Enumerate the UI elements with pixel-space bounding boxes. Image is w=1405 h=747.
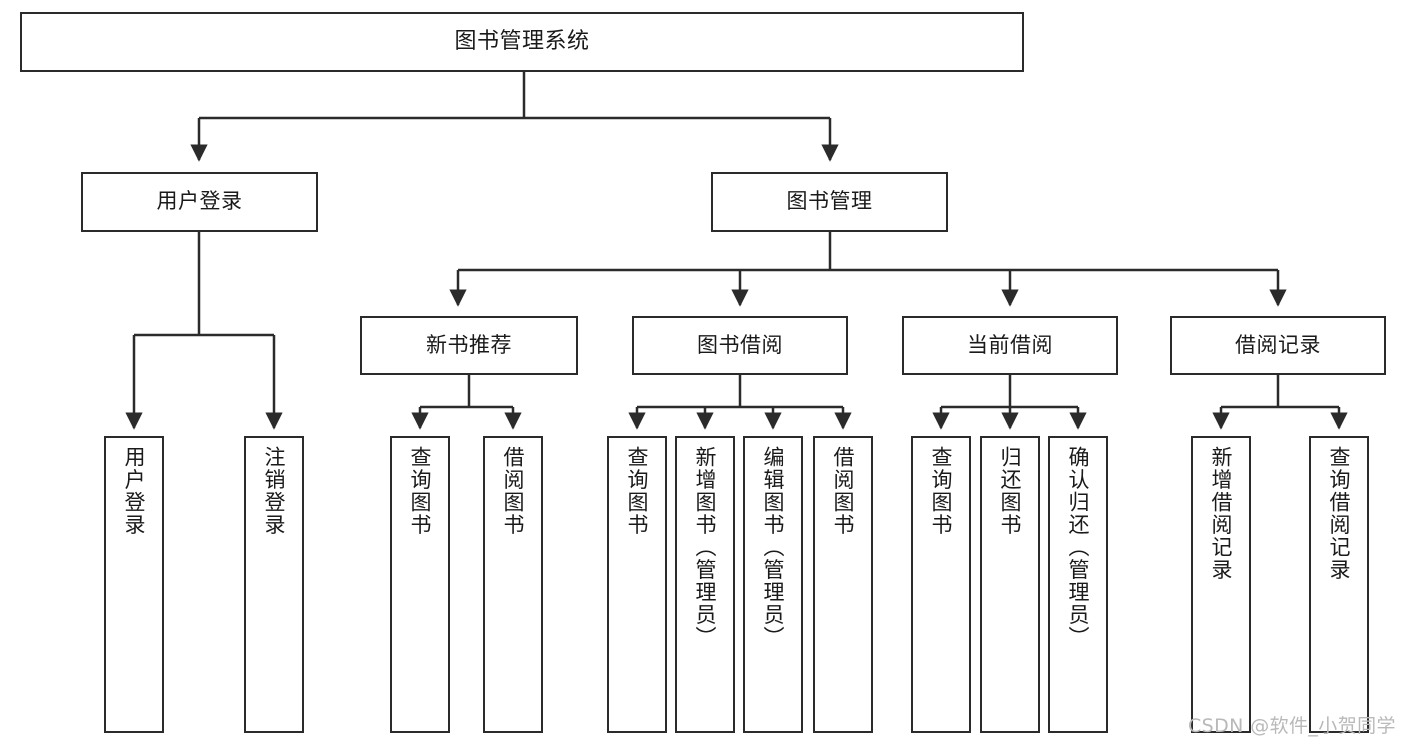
node-label: 用户登录 — [156, 189, 243, 214]
leaf-edit-book-admin[interactable]: 编辑图书（管理员） — [743, 436, 803, 733]
node-label: 查询图书 — [625, 446, 650, 536]
node-book-borrow[interactable]: 图书借阅 — [632, 316, 848, 375]
leaf-add-book-admin[interactable]: 新增图书（管理员） — [675, 436, 735, 733]
node-label: 新书推荐 — [426, 332, 512, 357]
node-label: 注销登录 — [262, 446, 287, 536]
csdn-watermark: CSDN @软件_小贺同学 — [1188, 715, 1396, 737]
node-label: 用户登录 — [122, 446, 147, 536]
node-new-book-recommend[interactable]: 新书推荐 — [360, 316, 578, 375]
node-label: 借阅图书 — [831, 446, 856, 536]
node-label: 借阅图书 — [501, 446, 526, 536]
node-borrow-records[interactable]: 借阅记录 — [1170, 316, 1386, 375]
node-label: 图书管理 — [786, 189, 873, 214]
leaf-query-books-current[interactable]: 查询图书 — [911, 436, 971, 733]
leaf-user-login[interactable]: 用户登录 — [104, 436, 164, 733]
node-label: 当前借阅 — [967, 332, 1053, 357]
leaf-borrow-books-new[interactable]: 借阅图书 — [483, 436, 543, 733]
leaf-confirm-return-admin[interactable]: 确认归还（管理员） — [1048, 436, 1108, 733]
node-label: 图书管理系统 — [454, 28, 590, 54]
node-root-system[interactable]: 图书管理系统 — [20, 12, 1024, 72]
node-label: 查询借阅记录 — [1327, 446, 1352, 581]
leaf-borrow-book[interactable]: 借阅图书 — [813, 436, 873, 733]
leaf-query-books-new[interactable]: 查询图书 — [390, 436, 450, 733]
node-label: 编辑图书（管理员） — [761, 446, 786, 649]
node-label: 确认归还（管理员） — [1066, 446, 1091, 649]
node-label: 新增借阅记录 — [1209, 446, 1234, 581]
node-current-borrow[interactable]: 当前借阅 — [902, 316, 1118, 375]
node-book-management[interactable]: 图书管理 — [711, 172, 948, 232]
node-label: 归还图书 — [998, 446, 1023, 536]
node-label: 查询图书 — [929, 446, 954, 536]
node-user-login[interactable]: 用户登录 — [81, 172, 318, 232]
node-label: 图书借阅 — [697, 332, 783, 357]
leaf-add-borrow-record[interactable]: 新增借阅记录 — [1191, 436, 1251, 733]
leaf-query-borrow-record[interactable]: 查询借阅记录 — [1309, 436, 1369, 733]
node-label: 新增图书（管理员） — [693, 446, 718, 649]
node-label: 查询图书 — [408, 446, 433, 536]
leaf-return-book[interactable]: 归还图书 — [980, 436, 1040, 733]
node-label: 借阅记录 — [1235, 332, 1321, 357]
leaf-query-books-borrow[interactable]: 查询图书 — [607, 436, 667, 733]
leaf-logout[interactable]: 注销登录 — [244, 436, 304, 733]
